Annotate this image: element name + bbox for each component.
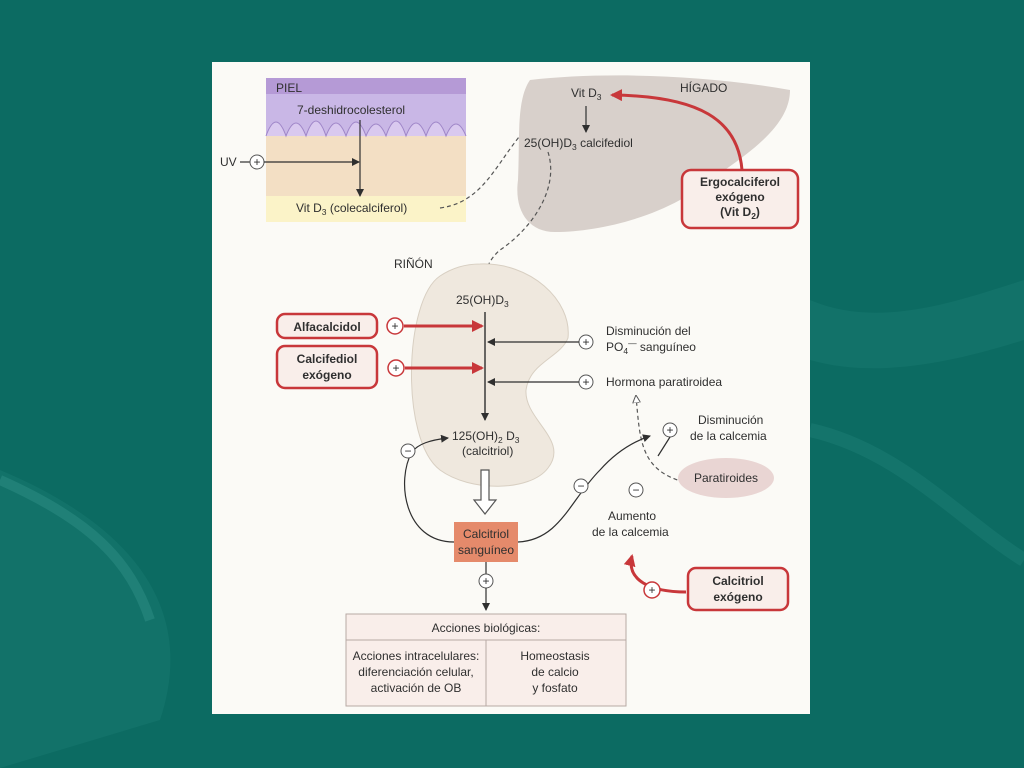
blood-calcitriol-box [454,522,518,562]
ergocalciferol-box [680,168,800,230]
ergocalciferol-line2: exógeno [715,190,764,204]
ergocalciferol-line3: (Vit D2) [720,205,760,221]
alfacalcidol-box [275,312,379,340]
phosphate-label-1: Disminución del [606,324,691,338]
actions-right-line1: Homeostasis [520,649,589,663]
actions-right-line3: y fosfato [532,681,578,695]
ergocalciferol-line1: Ergocalciferol [700,175,780,189]
exogenous-calcitriol-arrow [623,554,687,594]
svg-text:+: + [392,361,399,375]
alfacalcidol-label: Alfacalcidol [293,320,360,334]
uv-label: UV [220,155,237,169]
calcitriol-product-label: 125(OH)2 D3 [452,429,520,445]
calcifediol-label: 25(OH)D3 calcifediol [524,136,633,152]
alfacalcidol-plus-sign [386,317,404,335]
svg-text:+: + [391,319,398,333]
diagram-panel: PIEL 7-deshidrocolesterol UV + Vit D3 (c… [212,62,810,714]
svg-text:+: + [666,423,673,437]
actions-left-line1: Acciones intracelulares: [353,649,480,663]
calcifediol-line2: exógeno [302,368,351,382]
skin-illustration [265,78,467,222]
actions-right-line2: de calcio [531,665,579,679]
svg-text:+: + [648,583,655,597]
actions-left-line2: diferenciación celular, [358,665,473,679]
svg-text:−: − [577,479,584,493]
vitamin-d-metabolism-diagram: PIEL 7-deshidrocolesterol UV + Vit D3 (c… [220,75,800,707]
kidney-illustration [411,263,569,487]
pth-label: Hormona paratiroidea [606,375,722,389]
kidney-to-blood-arrow [472,469,498,515]
parathyroid-shape [678,458,774,498]
svg-text:−: − [404,444,411,458]
actions-title: Acciones biológicas: [432,621,541,635]
high-calcemia-label-1: Aumento [608,509,656,523]
exogenous-calcitriol-line2: exógeno [713,590,762,604]
kidney-feedback-minus-sign [400,443,416,459]
blood-feedback-minus-sign [573,478,589,494]
low-calcemia-label-1: Disminución [698,413,763,427]
blood-to-calcemia-arrow [517,434,651,543]
svg-text:−: − [632,483,639,497]
kidney-substrate-label: 25(OH)D3 [456,293,509,309]
blood-calcitriol-line2: sanguíneo [458,543,514,557]
liver-title: HÍGADO [680,80,727,95]
liver-vitd3-label: Vit D3 [571,86,602,102]
liver-to-kidney-arrow [480,151,552,287]
kidney-feedback-arrow [403,434,455,543]
calcifediol-line1: Calcifediol [297,352,358,366]
low-calcemia-line [657,436,671,457]
actions-left-line3: activación de OB [371,681,462,695]
svg-text:+: + [482,574,489,588]
parathyroid-to-pth-arrow [636,396,685,483]
svg-text:+: + [253,155,260,169]
blood-calcitriol-line1: Calcitriol [463,527,509,541]
low-calcemia-label-2: de la calcemia [690,429,767,443]
phosphate-label-2: PO4— sanguíneo [606,338,696,356]
skin-title: PIEL [276,81,302,95]
kidney-title: RIÑÓN [394,256,433,271]
exogenous-calcitriol-box [686,566,790,612]
exogenous-calcitriol-line1: Calcitriol [712,574,763,588]
high-calcemia-label-2: de la calcemia [592,525,669,539]
svg-text:+: + [582,335,589,349]
calcifediol-plus-sign [387,359,405,377]
calcitriol-product-label-2: (calcitriol) [462,444,513,458]
parathyroid-label: Paratiroides [694,471,758,485]
high-calcemia-minus-sign [628,482,644,498]
precursor-label: 7-deshidrocolesterol [297,103,405,117]
exogenous-calcitriol-plus-sign [643,581,661,599]
cholecalciferol-label: Vit D3 (colecalciferol) [296,201,407,217]
calcifediol-box [275,344,379,390]
ergocalciferol-arrow [610,89,744,171]
svg-text:+: + [582,375,589,389]
